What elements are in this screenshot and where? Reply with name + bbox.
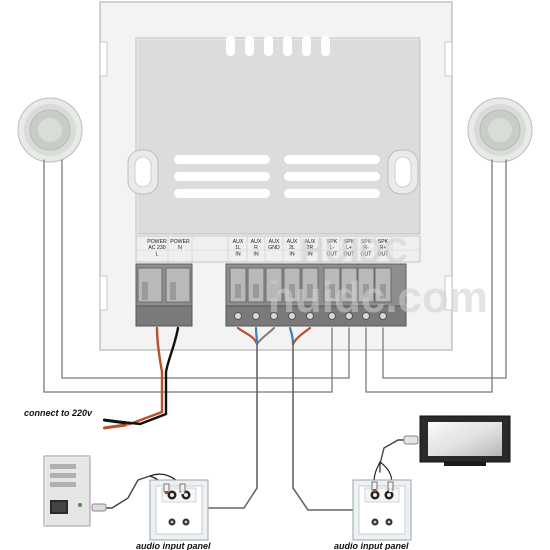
top-vent-slots	[226, 36, 330, 56]
audio-jack-plug	[91, 503, 107, 512]
audio-panel-left-caption: audio input panel	[136, 541, 211, 550]
watermark-line2: huidc.com	[268, 273, 488, 322]
right-speaker	[467, 97, 533, 163]
rca-plugs-right	[371, 481, 394, 493]
side-vent-bars	[174, 155, 380, 198]
terminal-spk-l-plus	[340, 267, 358, 320]
watermark-line1: HUIDC	[300, 232, 408, 270]
terminal-aux2-l	[283, 267, 301, 320]
terminal-aux2-r	[301, 267, 319, 320]
rca-plugs-left	[163, 483, 186, 495]
wires	[43, 159, 507, 511]
terminal-aux1-l	[229, 267, 247, 320]
audio-input-panel-right	[352, 479, 412, 541]
connect-power-caption: connect to 220v	[24, 408, 93, 418]
terminal-spk-r-plus	[374, 267, 392, 320]
tv-audio-plug	[403, 435, 419, 445]
television	[419, 415, 511, 466]
power-cable-end	[103, 418, 127, 430]
terminal-aux1-r	[247, 267, 265, 320]
corner-clips	[99, 41, 453, 311]
terminal-aux-gnd	[265, 267, 283, 320]
watermark: HUIDC huidc.com	[268, 232, 488, 322]
computer-tower	[43, 455, 92, 528]
mounting-holes	[127, 149, 419, 195]
left-speaker	[17, 97, 83, 163]
signal-terminal-block	[225, 263, 407, 327]
terminal-spk-r-minus	[357, 267, 375, 320]
audio-panel-right-caption: audio input panel	[334, 541, 409, 550]
audio-input-panel-left	[149, 479, 209, 541]
terminal-spk-l-minus	[323, 267, 341, 320]
power-terminal-block	[135, 263, 193, 327]
